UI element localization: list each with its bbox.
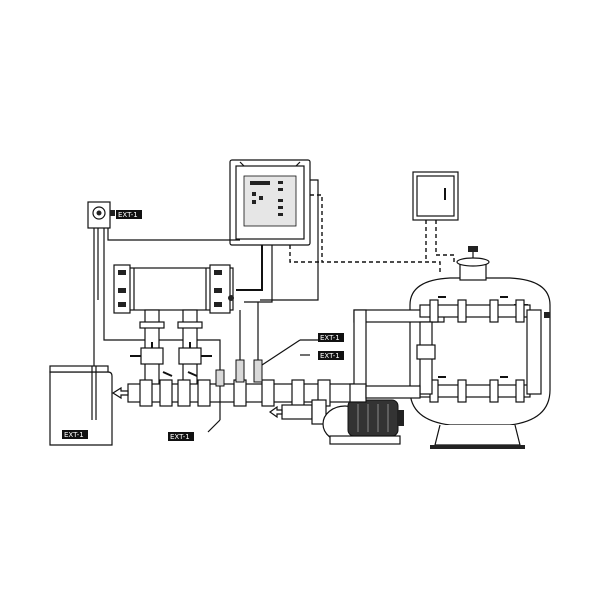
control-panel — [229, 159, 311, 246]
exchanger-pipes — [130, 309, 212, 391]
circulation-pump — [281, 383, 421, 445]
inflow-arrow — [268, 405, 283, 419]
ext-tag-tank: EXT-1 — [62, 430, 88, 439]
ext-label-upper: EXT-1 — [320, 334, 340, 342]
dosing-pump — [87, 201, 115, 229]
ext-label-lower: EXT-1 — [320, 352, 340, 360]
chemical-tank — [49, 365, 113, 446]
ext-label-pump: EXT-1 — [118, 211, 138, 219]
dosing-lines — [93, 228, 240, 375]
ext-tag-lower: EXT-1 — [318, 351, 344, 360]
sensor-probes — [215, 310, 263, 420]
filter-manifold — [353, 296, 550, 403]
control-wiring — [236, 179, 342, 366]
ext-tag-upper: EXT-1 — [318, 333, 344, 342]
ext-label-sensor: EXT-1 — [170, 433, 190, 441]
outflow-arrow — [111, 386, 129, 400]
ext-tag-sensor: EXT-1 — [168, 432, 194, 441]
dashed-signal-lines — [289, 194, 455, 275]
junction-box — [412, 171, 459, 221]
heat-exchanger — [113, 264, 234, 314]
ext-tag-pump: EXT-1 — [116, 210, 142, 219]
ext-label-tank: EXT-1 — [64, 431, 84, 439]
